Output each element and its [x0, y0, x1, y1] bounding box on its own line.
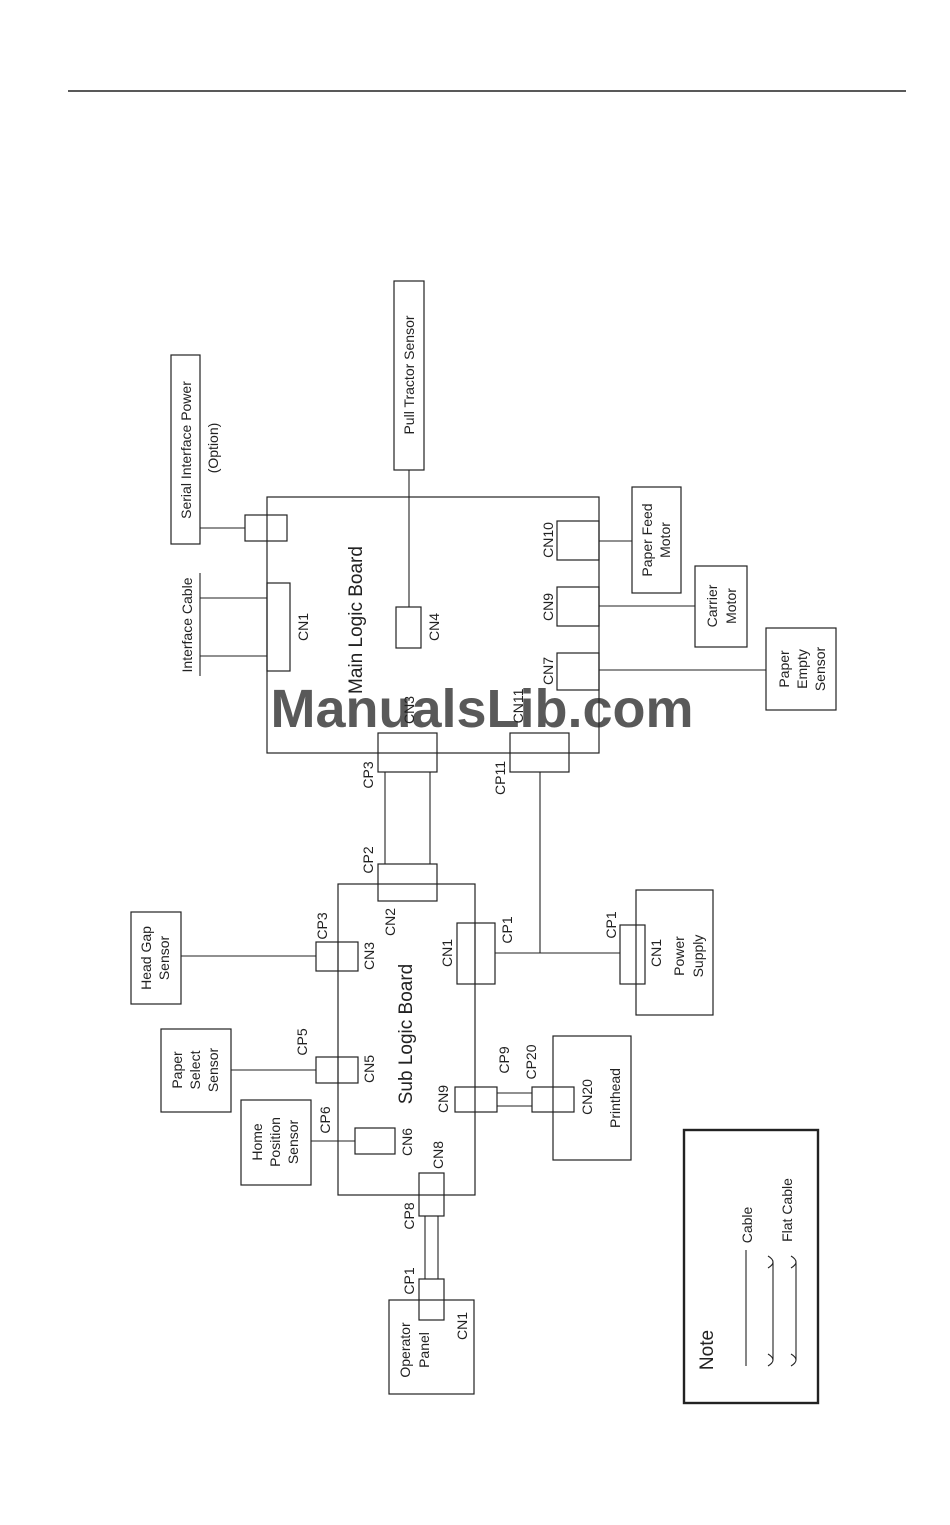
head-gap-sensor-box: [130, 911, 182, 1005]
main-cn1-label: CN1: [295, 613, 311, 641]
sub-cn6-label: CN6: [399, 1128, 415, 1156]
main-cn9-connector: [556, 586, 600, 627]
carrier-motor-label-2: Motor: [723, 588, 739, 624]
serial-power-connector: [244, 514, 288, 542]
main-cn11-label: CN11: [510, 688, 526, 723]
operator-panel-label-2: Panel: [416, 1332, 432, 1368]
sub-cp2-label: CP2: [360, 846, 376, 873]
serial-interface-power-box: [170, 354, 201, 545]
main-cn3-label: CN3: [401, 696, 417, 724]
operator-panel-cn1-label: CN1: [454, 1312, 470, 1340]
legend-box: [682, 1128, 820, 1405]
sub-cp1-label: CP1: [499, 916, 515, 943]
printhead-cn20-label: CN20: [579, 1079, 595, 1115]
sub-cn1-label: CN1: [439, 939, 455, 967]
paper-feed-motor-label-2: Motor: [657, 522, 673, 558]
paper-feed-motor-label-1: Paper Feed: [639, 503, 655, 576]
main-cn10-label: CN10: [540, 522, 556, 558]
main-cn7-connector: [556, 652, 600, 691]
sub-cn9-label: CN9: [435, 1085, 451, 1113]
paper-select-sensor-label-1: Paper: [169, 1051, 185, 1089]
sub-cn3-connector: [315, 941, 359, 972]
serial-interface-power-option: (Option): [205, 423, 221, 474]
power-supply-label-2: Supply: [690, 935, 706, 978]
sub-cp8-label: CP8: [401, 1202, 417, 1229]
home-position-sensor-label-2: Position: [267, 1117, 283, 1167]
sub-cn9-connector: [454, 1086, 498, 1113]
power-supply-cn1-label: CN1: [648, 939, 664, 967]
interface-cable-label: Interface Cable: [179, 577, 195, 672]
main-cn4-label: CN4: [426, 613, 442, 641]
main-cp3-label: CP3: [360, 761, 376, 788]
operator-panel-box: [388, 1299, 475, 1395]
paper-empty-sensor-label-3: Sensor: [812, 646, 828, 691]
sub-cn3-label: CN3: [361, 942, 377, 970]
sub-cp3-label: CP3: [314, 912, 330, 939]
printhead-label: Printhead: [607, 1068, 623, 1128]
power-supply-box: [635, 889, 714, 1016]
operator-panel-label-1: Operator: [397, 1322, 413, 1378]
paper-empty-sensor-label-2: Empty: [794, 649, 810, 689]
main-cn10-connector: [556, 520, 600, 561]
main-cp11-label: CP11: [492, 761, 508, 795]
paper-feed-motor-box: [631, 486, 682, 594]
home-position-sensor-label-3: Sensor: [285, 1119, 301, 1164]
sub-cn2-connector: [377, 863, 438, 902]
paper-select-sensor-box: [160, 1028, 232, 1113]
sub-cn1-connector: [456, 922, 496, 985]
main-cn4-connector: [395, 606, 422, 649]
legend-title: Note: [697, 1330, 718, 1370]
legend-flat-cable-label: Flat Cable: [779, 1178, 795, 1242]
sub-logic-board-label: Sub Logic Board: [396, 964, 417, 1105]
sub-cp5-label: CP5: [294, 1028, 310, 1055]
paper-empty-sensor-label-1: Paper: [776, 650, 792, 688]
operator-panel-cp1-label: CP1: [401, 1267, 417, 1294]
head-gap-sensor-label-1: Head Gap: [138, 926, 154, 990]
operator-panel-connector: [418, 1278, 445, 1321]
home-position-sensor-label-1: Home: [249, 1123, 265, 1161]
serial-interface-power-label: Serial Interface Power: [178, 381, 194, 519]
main-cn1-connector: [266, 582, 291, 672]
sub-cp6-label: CP6: [317, 1106, 333, 1133]
power-supply-label-1: Power: [671, 936, 687, 976]
power-supply-cp1-label: CP1: [603, 911, 619, 938]
sub-cn5-label: CN5: [361, 1055, 377, 1083]
sub-cn8-label: CN8: [430, 1141, 446, 1169]
power-supply-connector: [619, 924, 646, 985]
watermark: ManualsLib.com: [270, 679, 693, 739]
legend-flat-cable-symbol: [767, 1255, 797, 1367]
sub-cn5-connector: [315, 1056, 359, 1084]
sub-cp9-label: CP9: [496, 1046, 512, 1073]
main-cn7-label: CN7: [540, 657, 556, 685]
paper-select-sensor-label-2: Select: [187, 1050, 203, 1089]
pull-tractor-sensor-label: Pull Tractor Sensor: [401, 315, 417, 434]
main-logic-board-label: Main Logic Board: [346, 546, 367, 694]
paper-select-sensor-label-3: Sensor: [205, 1047, 221, 1092]
main-cn9-label: CN9: [540, 593, 556, 621]
sub-cn6-connector: [354, 1127, 396, 1155]
carrier-motor-label-1: Carrier: [704, 584, 720, 627]
paper-empty-sensor-box: [765, 627, 837, 711]
sub-cp20-label: CP20: [523, 1044, 539, 1079]
home-position-sensor-box: [240, 1099, 312, 1186]
carrier-motor-box: [694, 565, 748, 648]
printhead-box: [552, 1035, 632, 1161]
sub-cn2-label: CN2: [382, 908, 398, 936]
head-gap-sensor-label-2: Sensor: [156, 935, 172, 980]
legend-cable-label: Cable: [739, 1207, 755, 1244]
